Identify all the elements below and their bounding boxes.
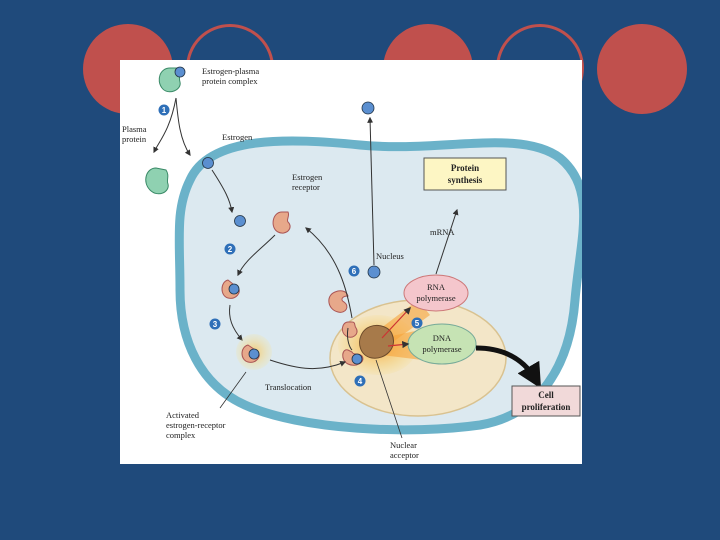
- activated-leader: [219, 371, 247, 409]
- step-2-marker: [224, 243, 236, 255]
- plasma-label-2: protein: [122, 134, 147, 144]
- mrna-label: mRNA: [430, 227, 455, 237]
- arrow-to-rna: [381, 306, 411, 339]
- estrogen-on-complex: [174, 66, 186, 78]
- rna-polymerase: [403, 274, 469, 312]
- arrow-translocation: [269, 359, 347, 370]
- complex-label-1: Estrogen-plasma: [202, 66, 259, 76]
- rna-label-2: polymerase: [416, 293, 455, 303]
- activated-label-2: estrogen-receptor: [166, 420, 226, 430]
- plasma-protein: [145, 167, 169, 195]
- acceptor-label-1: Nuclear: [390, 440, 417, 450]
- estrogen-in-cell: [234, 215, 246, 227]
- complex-label-2: protein complex: [202, 76, 258, 86]
- protein-label-1: Protein: [451, 163, 479, 173]
- step-5-marker: [411, 317, 423, 329]
- estrogen-at-acceptor: [351, 353, 363, 365]
- step-5-label: 5: [415, 319, 420, 328]
- translocation-label: Translocation: [265, 382, 312, 392]
- receptor-in-nucleus: [328, 290, 349, 313]
- estrogen-in-nucleus: [367, 265, 381, 279]
- activated-label-3: complex: [166, 430, 196, 440]
- receptor-label-1: Estrogen: [292, 172, 323, 182]
- estrogen-action-diagram: RNA polymerase DNA polymerase Estrogen-p…: [120, 60, 582, 464]
- arrow-receptor-down: [347, 327, 353, 351]
- step-6-marker: [348, 265, 360, 277]
- arrow-activation: [229, 304, 243, 341]
- nucleus-label: Nucleus: [376, 251, 404, 261]
- arrow-exit: [367, 116, 375, 266]
- step-1-marker: [158, 104, 170, 116]
- step-4-marker: [354, 375, 366, 387]
- receptor-label-2: receptor: [292, 182, 320, 192]
- arrow-dissociate-protein: [153, 97, 177, 154]
- step-1-label: 1: [162, 106, 167, 115]
- arrow-into-cell: [211, 169, 235, 214]
- estrogen-label: Estrogen: [222, 132, 253, 142]
- arrow-dissociate-estrogen: [175, 97, 191, 156]
- estrogen-receptor: [272, 211, 291, 234]
- arrow-to-dna: [387, 340, 410, 349]
- dna-label-2: polymerase: [422, 344, 461, 354]
- estrogen-exit: [361, 101, 375, 115]
- diagram-svg: RNA polymerase DNA polymerase Estrogen-p…: [122, 66, 582, 460]
- arrow-proliferation: [475, 345, 542, 389]
- receptor-in-nucleus-2: [341, 321, 358, 338]
- activated-label-1: Activated: [166, 410, 200, 420]
- arrow-binding: [237, 234, 276, 277]
- protein-synthesis-box: [423, 157, 507, 191]
- bound-estrogen: [228, 283, 240, 295]
- cell-label-1: Cell: [538, 390, 554, 400]
- rna-label-1: RNA: [427, 282, 446, 292]
- activated-estrogen: [248, 348, 260, 360]
- step-4-label: 4: [358, 377, 363, 386]
- step-3-label: 3: [213, 320, 218, 329]
- decor-circle-3: [597, 24, 687, 114]
- arrow-recycle: [305, 227, 353, 319]
- estrogen-free: [202, 157, 214, 169]
- cell-label-2: proliferation: [522, 402, 571, 412]
- step-6-label: 6: [352, 267, 357, 276]
- step-3-marker: [209, 318, 221, 330]
- acceptor-leader: [375, 359, 403, 439]
- acceptor-label-2: acceptor: [390, 450, 419, 460]
- dna-label-1: DNA: [433, 333, 452, 343]
- plasma-label-1: Plasma: [122, 124, 147, 134]
- step-2-label: 2: [228, 245, 233, 254]
- protein-label-2: synthesis: [448, 175, 483, 185]
- nuclear-acceptor: [359, 325, 394, 359]
- cell-proliferation-box: [511, 385, 581, 417]
- arrow-mrna: [435, 208, 459, 275]
